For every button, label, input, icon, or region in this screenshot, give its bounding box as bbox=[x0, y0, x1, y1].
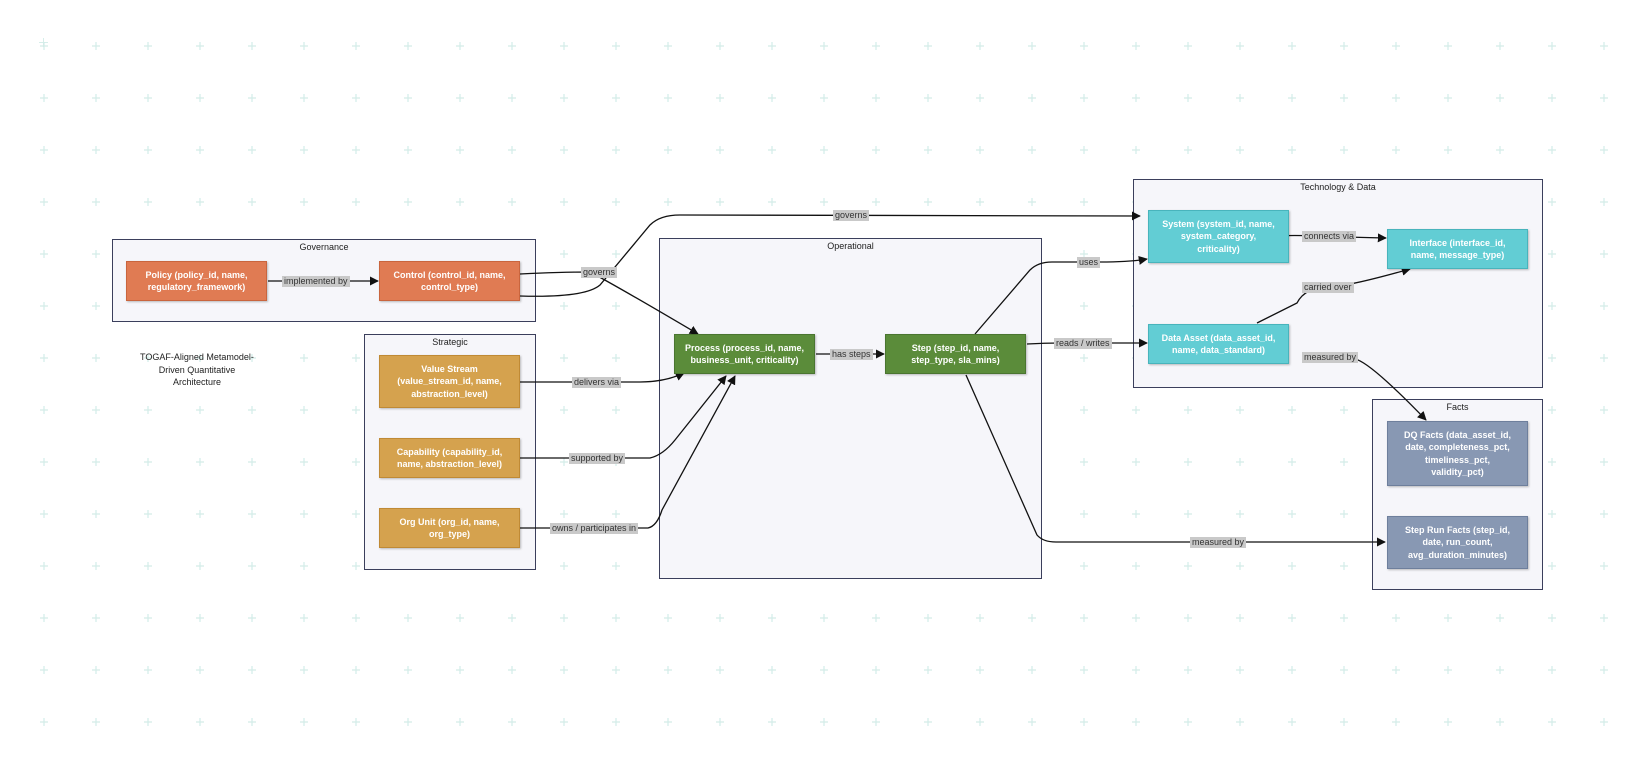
node-control[interactable]: Control (control_id, name, control_type) bbox=[379, 261, 520, 301]
label-owns: owns / participates in bbox=[550, 523, 639, 534]
node-dq-facts[interactable]: DQ Facts (data_asset_id, date, completen… bbox=[1387, 421, 1528, 486]
label-connects-via: connects via bbox=[1302, 231, 1357, 242]
node-policy[interactable]: Policy (policy_id, name, regulatory_fram… bbox=[126, 261, 267, 301]
group-title-strategic: Strategic bbox=[432, 337, 468, 347]
label-governs-system: governs bbox=[833, 210, 870, 221]
group-operational: Operational bbox=[659, 238, 1042, 579]
label-supported-by: supported by bbox=[569, 453, 626, 464]
label-governs-process: governs bbox=[581, 267, 618, 278]
node-process[interactable]: Process (process_id, name, business_unit… bbox=[674, 334, 815, 374]
node-data-asset[interactable]: Data Asset (data_asset_id, name, data_st… bbox=[1148, 324, 1289, 364]
label-measured-by-data: measured by bbox=[1302, 352, 1359, 363]
diagram-title: TOGAF-Aligned Metamodel- Driven Quantita… bbox=[140, 352, 254, 387]
group-title-operational: Operational bbox=[827, 241, 874, 251]
node-capability[interactable]: Capability (capability_id, name, abstrac… bbox=[379, 438, 520, 478]
label-uses: uses bbox=[1077, 257, 1101, 268]
node-system[interactable]: System (system_id, name, system_category… bbox=[1148, 210, 1289, 263]
label-has-steps: has steps bbox=[830, 349, 873, 360]
node-step-run-facts[interactable]: Step Run Facts (step_id, date, run_count… bbox=[1387, 516, 1528, 569]
label-delivers-via: delivers via bbox=[572, 377, 622, 388]
node-step[interactable]: Step (step_id, name, step_type, sla_mins… bbox=[885, 334, 1026, 374]
group-title-technology: Technology & Data bbox=[1300, 182, 1376, 192]
label-implemented-by: implemented by bbox=[282, 276, 350, 287]
label-carried-over: carried over bbox=[1302, 282, 1354, 293]
node-value-stream[interactable]: Value Stream (value_stream_id, name, abs… bbox=[379, 355, 520, 408]
node-interface[interactable]: Interface (interface_id, name, message_t… bbox=[1387, 229, 1528, 269]
group-title-facts: Facts bbox=[1446, 402, 1469, 412]
label-measured-by-step: measured by bbox=[1190, 537, 1247, 548]
node-org-unit[interactable]: Org Unit (org_id, name, org_type) bbox=[379, 508, 520, 548]
group-title-governance: Governance bbox=[299, 242, 349, 252]
label-reads-writes: reads / writes bbox=[1054, 338, 1112, 349]
